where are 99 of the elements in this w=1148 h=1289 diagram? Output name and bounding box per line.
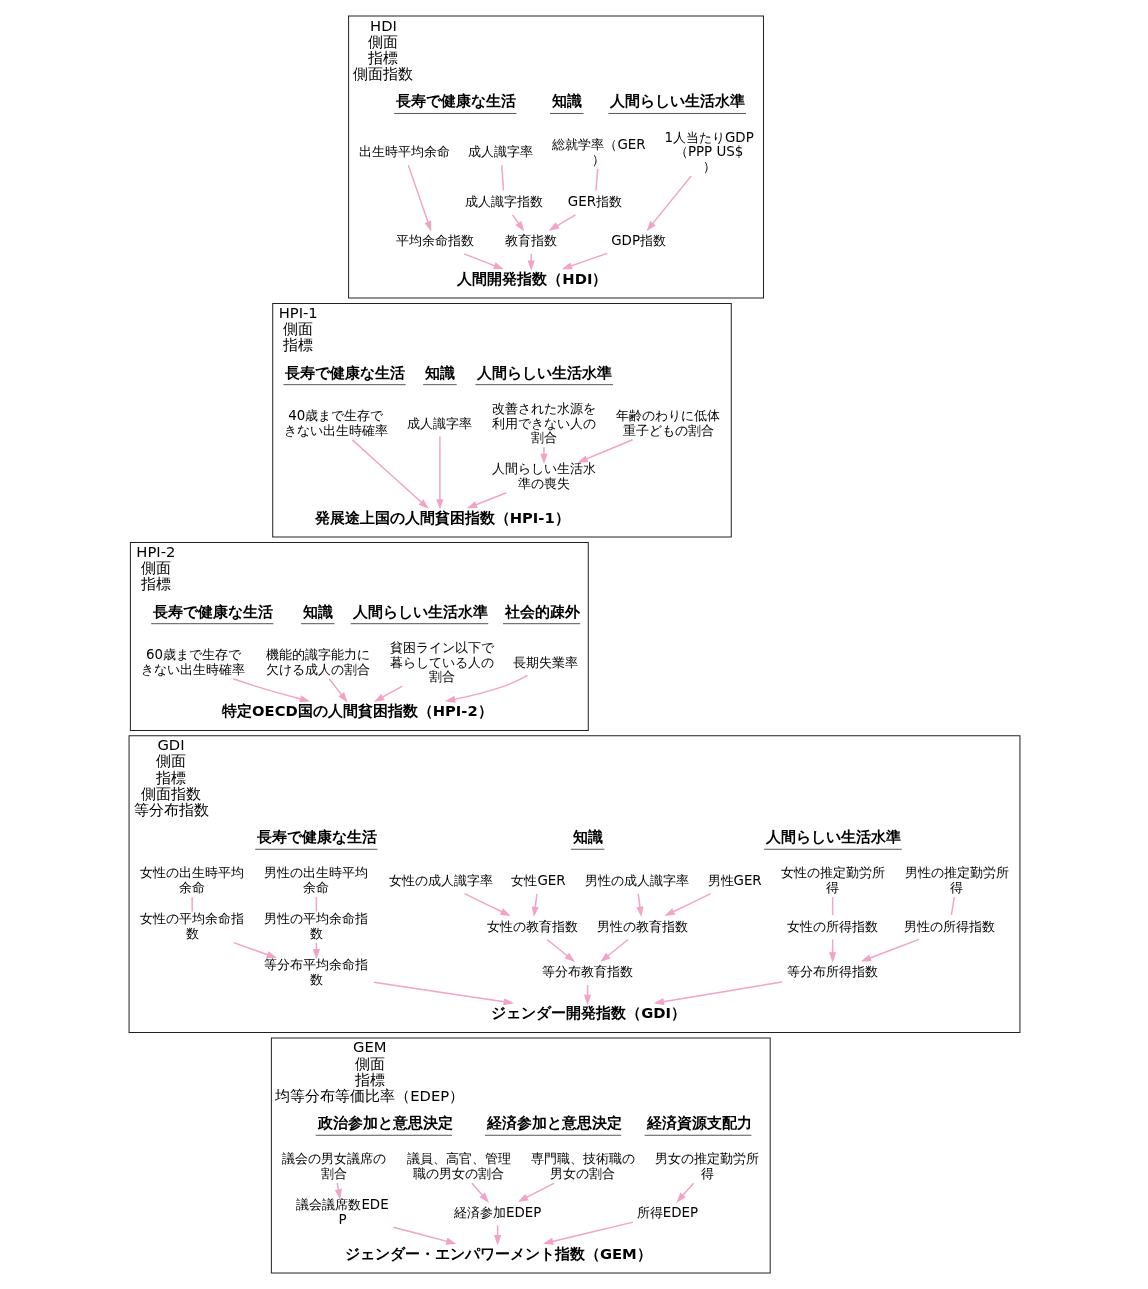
node-text: 男性の成人識字率	[584, 872, 689, 888]
node-text: 等分布所得指数	[786, 964, 878, 980]
node-text: 成人識字指数	[464, 194, 543, 210]
node-text: 1人当たりGDP（PPP US$）	[663, 129, 754, 175]
node-text: 女性GER	[510, 872, 566, 888]
node-text: 長寿で健康な生活	[152, 602, 273, 620]
connector	[190, 896, 193, 913]
node-text: 機能的識字能力に欠ける成人の割合	[265, 647, 370, 678]
connector	[594, 168, 598, 192]
node-text: 経済参加EDEP	[453, 1204, 541, 1220]
node-text: 等分布平均余命指数	[263, 956, 368, 987]
arrow	[407, 164, 431, 232]
node-text: 貧困ライン以下で暮らしている人の割合	[389, 639, 494, 685]
node-text: 人間開発指数（HDI）	[456, 269, 607, 287]
arrow	[373, 685, 403, 702]
arrow	[531, 893, 539, 917]
node-text: 男性の所得指数	[903, 918, 995, 934]
connector	[950, 896, 955, 916]
node-text: 40歳まで生存できない出生時確率	[283, 408, 388, 439]
node-text: 長寿で健康な生活	[284, 363, 405, 381]
arrow	[466, 492, 507, 509]
node-text: 男性の出生時平均余命	[263, 865, 368, 896]
arrow	[231, 678, 310, 703]
arrow	[542, 1221, 634, 1245]
arrow	[527, 253, 535, 271]
arrow	[576, 439, 633, 463]
arrow	[599, 938, 629, 962]
node-text: 女性の成人識字率	[388, 872, 493, 888]
node-text: 等分布教育指数	[541, 964, 633, 980]
arrow	[351, 439, 429, 509]
node-text: 所得EDEP	[636, 1204, 698, 1220]
arrow	[561, 252, 608, 270]
arrow	[646, 175, 692, 232]
node-text: 議員、高官、管理職の男女の割合	[406, 1151, 511, 1182]
node-text: 長期失業率	[512, 654, 578, 670]
node-text: 年齢のわりに低体重子どもの割合	[615, 408, 720, 439]
node-text: 長寿で健康な生活	[395, 92, 516, 110]
node-text: 女性の推定勤労所得	[780, 865, 885, 896]
arrow	[511, 214, 524, 232]
node-text: 女性の所得指数	[786, 918, 878, 934]
arrow	[372, 981, 514, 1006]
arrow	[470, 1182, 489, 1203]
arrow	[328, 678, 348, 703]
node-text: 総就学率（GER）	[551, 137, 646, 167]
node-text: 議会の男女議席の割合	[281, 1151, 386, 1182]
node-text: 女性の教育指数	[486, 918, 578, 934]
node-text: 女性の平均余命指数	[139, 911, 244, 941]
node-text: 男女の推定勤労所得	[654, 1151, 759, 1182]
node-text: 知識	[572, 828, 603, 846]
arrow	[444, 674, 528, 703]
connector	[500, 164, 504, 192]
node-text: 女性の出生時平均余命	[139, 865, 244, 896]
node-text: 人間らしい生活水準の喪失	[491, 461, 596, 492]
node-text: 議会議席数EDEP	[295, 1197, 389, 1227]
node-text: 平均余命指数	[395, 233, 474, 249]
node-text: 発展途上国の人間貧困指数（HPI-1）	[314, 508, 570, 526]
node-text: 改善された水源を利用できない人の割合	[491, 400, 596, 446]
node-text: ジェンダー・エンパワーメント指数（GEM）	[344, 1244, 652, 1262]
arrow	[653, 981, 783, 1006]
node-text: 教育指数	[504, 233, 557, 249]
node-text: 男性の教育指数	[596, 918, 688, 934]
node-text: 出生時平均余命	[358, 144, 450, 160]
arrow	[435, 435, 444, 510]
node-text: 人間らしい生活水準	[352, 602, 488, 620]
node-text: 特定OECD国の人間貧困指数（HPI-2）	[221, 702, 493, 720]
node-text: 成人識字率	[406, 415, 472, 431]
arrow	[548, 214, 576, 231]
arrow	[539, 446, 548, 464]
node-text: GER指数	[567, 194, 622, 210]
arrow	[232, 941, 277, 959]
arrow	[545, 938, 575, 962]
node-text: 男性の平均余命指数	[263, 911, 368, 941]
arrow	[517, 1182, 555, 1202]
node-text: 人間らしい生活水準	[765, 828, 901, 846]
arrow	[463, 892, 511, 916]
node-text: 経済資源支配力	[646, 1114, 752, 1132]
arrow	[334, 1182, 342, 1200]
arrow	[663, 892, 711, 916]
node-text: ジェンダー開発指数（GDI）	[490, 1004, 686, 1022]
node-text: 知識	[302, 602, 333, 620]
arrow	[635, 893, 644, 917]
arrow	[392, 1226, 456, 1245]
node-text: 60歳まで生存できない出生時確率	[141, 647, 246, 678]
node-text: 知識	[424, 363, 455, 381]
node-text: 社会的疎外	[504, 602, 580, 620]
node-text: 専門職、技術職の男女の割合	[530, 1151, 635, 1182]
node-text: 人間らしい生活水準	[476, 363, 612, 381]
node-text: 知識	[551, 92, 582, 110]
arrow	[462, 253, 504, 270]
node-text: 成人識字率	[467, 144, 533, 160]
node-text: 男性の推定勤労所得	[904, 865, 1009, 896]
arrow	[675, 1182, 694, 1203]
node-text: 経済参加と意思決定	[486, 1114, 622, 1132]
node-text: GDP指数	[610, 233, 666, 249]
node-text: 男性GER	[707, 872, 762, 888]
node-text: 政治参加と意思決定	[317, 1114, 453, 1132]
node-text: 人間らしい生活水準	[609, 92, 745, 110]
arrow	[860, 938, 920, 962]
node-text: 長寿で健康な生活	[256, 828, 377, 846]
